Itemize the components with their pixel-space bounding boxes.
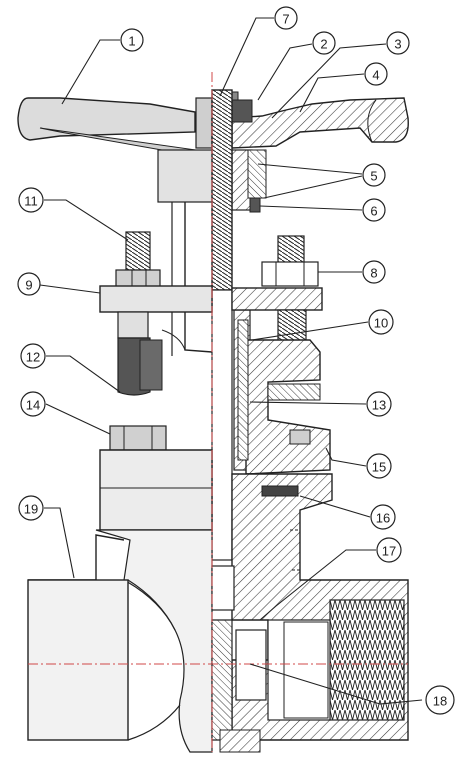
callout-2-label: 2 [320, 37, 327, 52]
callout-2: 2 [312, 31, 336, 55]
callout-5: 5 [362, 163, 386, 187]
callout-15-label: 15 [372, 460, 386, 475]
callout-11-label: 11 [24, 194, 38, 209]
callout-12-label: 12 [26, 350, 40, 365]
gland-bolt-left [115, 231, 161, 291]
callout-4-label: 4 [372, 68, 379, 83]
stem-threaded [211, 89, 233, 291]
gasket [261, 485, 299, 497]
callout-17-label: 17 [382, 544, 396, 559]
callout-10: 10 [368, 309, 394, 335]
bonnet-right [237, 319, 331, 475]
callout-11: 11 [18, 187, 44, 213]
callout-13: 13 [366, 391, 392, 417]
callout-18: 18 [425, 685, 455, 715]
callout-14-label: 14 [26, 398, 40, 413]
callout-9: 9 [17, 272, 41, 296]
gland-bolt-right [261, 235, 319, 287]
callout-15: 15 [366, 453, 392, 479]
callout-16: 16 [370, 504, 396, 530]
callout-5-label: 5 [370, 169, 377, 184]
body-left [27, 529, 213, 753]
callout-9-label: 9 [25, 278, 32, 293]
leader-lines [39, 17, 423, 705]
callout-4: 4 [364, 62, 388, 86]
bonnet-left [99, 425, 213, 531]
callout-13-label: 13 [372, 398, 386, 413]
callout-19: 19 [18, 495, 44, 521]
stem-lower [211, 289, 233, 561]
yoke [161, 202, 251, 471]
callout-17: 17 [376, 537, 402, 563]
callout-7: 7 [274, 6, 298, 30]
callout-1: 1 [120, 28, 144, 52]
callout-18-label: 18 [433, 694, 447, 709]
callout-10-label: 10 [374, 316, 388, 331]
callout-8-label: 8 [370, 266, 377, 281]
callout-19-label: 19 [24, 502, 38, 517]
pipe-thread [329, 599, 405, 721]
callout-6-label: 6 [370, 204, 377, 219]
gland-flange-left [99, 285, 213, 313]
callout-1-label: 1 [128, 34, 135, 49]
callout-12: 12 [20, 343, 46, 369]
callout-3-label: 3 [394, 37, 401, 52]
callout-16-label: 16 [376, 511, 390, 526]
yoke-sleeve [157, 149, 267, 213]
packing [237, 319, 249, 461]
callout-7-label: 7 [282, 12, 289, 27]
gland-eyebolt-left [117, 311, 163, 396]
handwheel [17, 97, 409, 157]
callout-14: 14 [20, 391, 46, 417]
wedge [211, 565, 267, 753]
handwheel-nut [231, 99, 253, 123]
gland-flange-right [231, 287, 323, 311]
callout-3: 3 [386, 31, 410, 55]
body-right [231, 473, 409, 741]
callout-8: 8 [362, 260, 386, 284]
callout-6: 6 [362, 198, 386, 222]
